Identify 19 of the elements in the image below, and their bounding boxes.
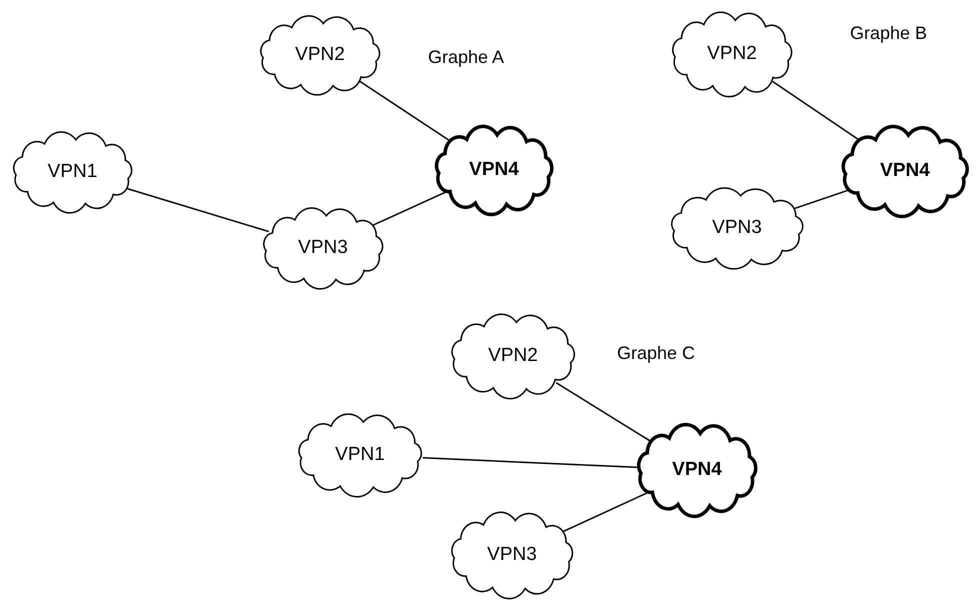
node-label: VPN2 [295,42,345,67]
connector-line [793,189,850,210]
node-label: VPN2 [707,42,757,66]
node-label: VPN1 [335,442,385,467]
node-label: VPN4 [469,158,519,182]
connector-line [422,457,637,468]
node-label: VPN4 [672,458,722,482]
graph-title: Graphe A [428,46,504,69]
node-label: VPN3 [487,542,537,567]
graph-title: Graphe B [850,22,928,45]
connector-line [561,492,648,533]
node-label: VPN4 [880,158,930,183]
node-label: VPN3 [298,236,348,260]
connector-line [370,191,446,227]
node-label: VPN1 [48,160,98,184]
graph-title: Graphe C [617,342,696,365]
node-label: VPN2 [488,344,538,368]
node-label: VPN3 [712,216,762,240]
connector-line [126,188,270,232]
